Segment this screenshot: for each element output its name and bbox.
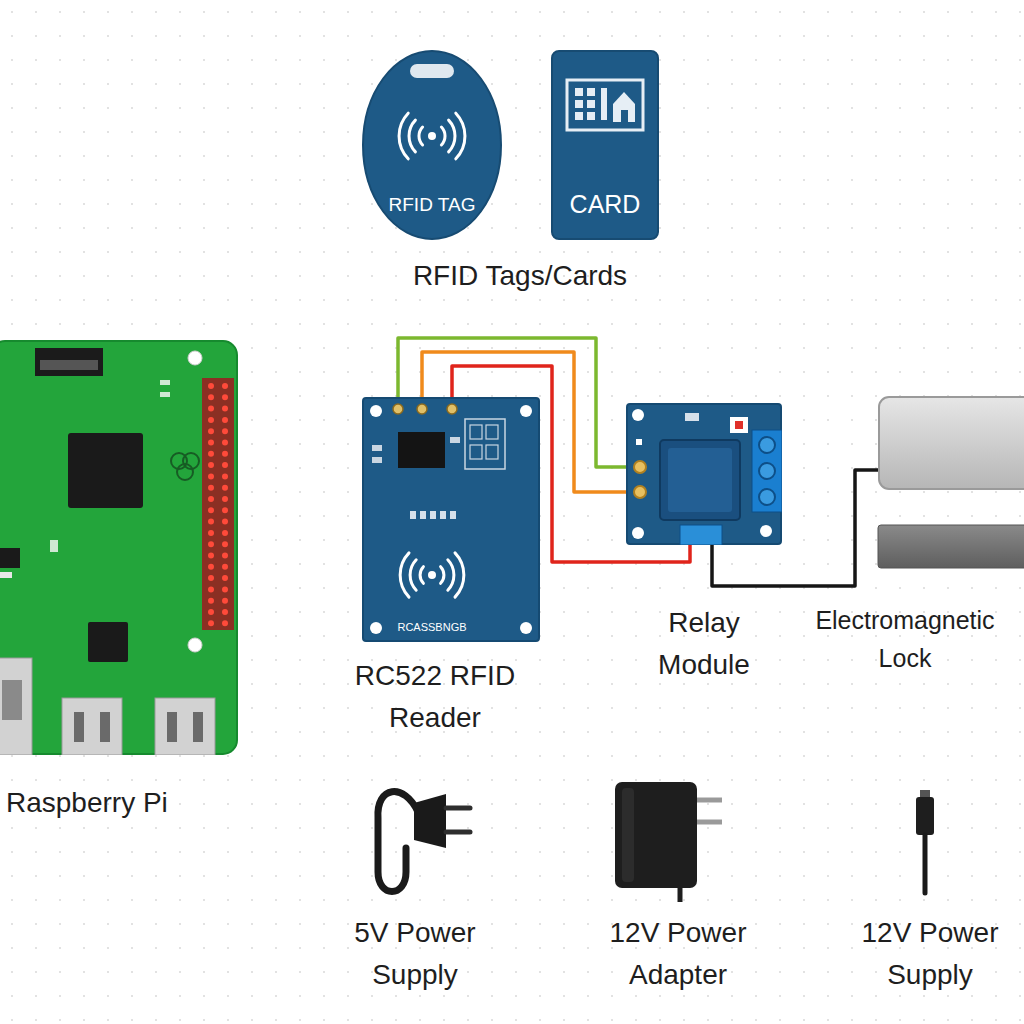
relay-module-board-art: [626, 403, 782, 545]
part-label: RC522 RFID Reader: [335, 655, 535, 739]
text-slot: Electromagnetic Lock: [790, 602, 1020, 677]
raspberry-pi-board-art: [0, 340, 238, 755]
relay-module-board: Relay Module: [626, 403, 782, 545]
board-marking: RCASSBNGB: [362, 621, 502, 634]
lock-armature-plate: [878, 525, 1024, 568]
caption-label: 12V Power Adapter: [598, 912, 758, 996]
text-slot: RC522 RFID Reader: [335, 655, 535, 739]
tag-text: RFID TAG: [362, 194, 502, 217]
rfid-card: CARD: [551, 50, 659, 240]
text-slot: RFID Tags/Cards: [370, 255, 670, 297]
raspberry-pi-board: Raspberry Pi: [0, 340, 238, 755]
caption-label: 5V Power Supply: [340, 912, 490, 996]
text-slot: Relay Module: [629, 602, 779, 686]
text-slot: RFID TAG: [362, 194, 502, 217]
text-slot: 12V Power Supply: [850, 912, 1010, 996]
text-slot: RCASSBNGB: [362, 621, 502, 634]
part-label: Relay Module: [629, 602, 779, 686]
rc522-reader-board: RCASSBNGBRC522 RFID Reader: [362, 397, 540, 642]
card-text: CARD: [551, 189, 659, 219]
text-slot: Raspberry Pi: [6, 782, 236, 824]
text-slot: 5V Power Supply: [340, 912, 490, 996]
power-adapter-12v-icon: [615, 782, 722, 902]
caption-label: 12V Power Supply: [850, 912, 1010, 996]
caption-label: RFID Tags/Cards: [370, 255, 670, 297]
power-supply-5v-icon: [378, 792, 470, 892]
text-slot: CARD: [551, 189, 659, 219]
power-supply-12v-icon: [916, 790, 934, 893]
electromagnetic-lock-art: [878, 396, 1024, 490]
rfid-tag-fob: RFID TAG: [362, 50, 502, 240]
electromagnetic-lock: Electromagnetic Lock: [878, 396, 1024, 490]
rc522-reader-board-art: [362, 397, 540, 642]
part-label: Electromagnetic Lock: [790, 602, 1020, 677]
text-slot: 12V Power Adapter: [598, 912, 758, 996]
part-label: Raspberry Pi: [6, 782, 236, 824]
